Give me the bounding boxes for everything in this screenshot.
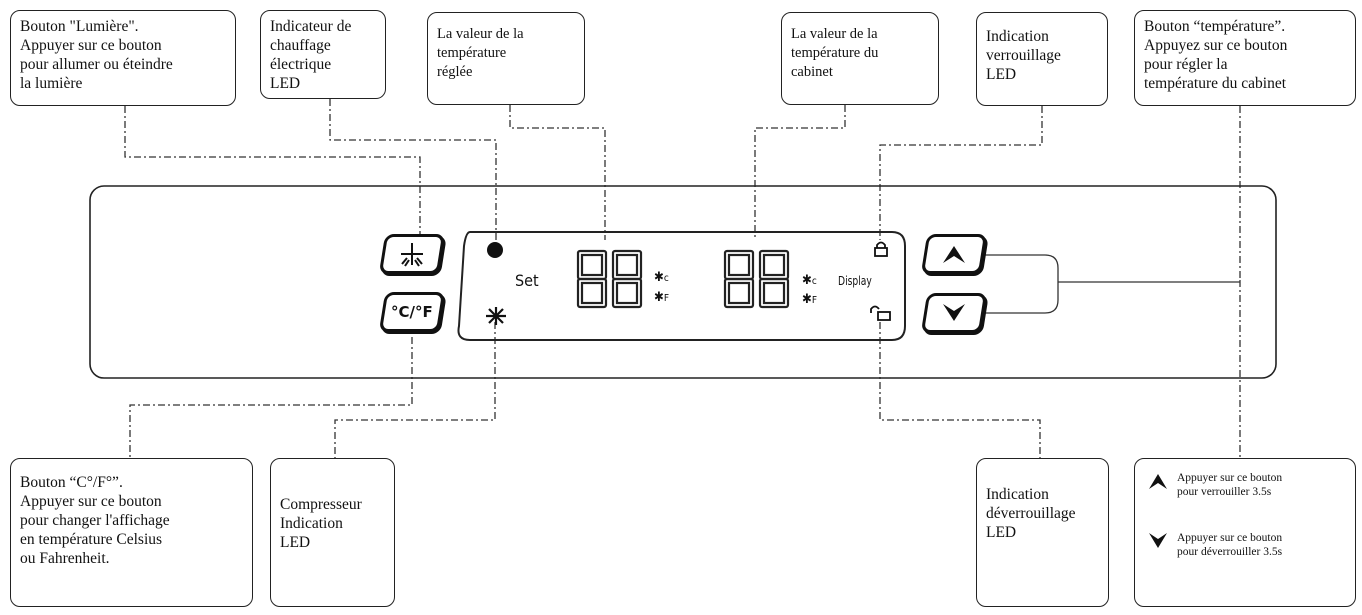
temperature-down-button[interactable]: [920, 293, 988, 333]
lock-led-callout: Indication verrouillage LED: [976, 12, 1108, 106]
temperature-up-button[interactable]: [920, 234, 988, 274]
chevron-up-icon: [943, 246, 965, 263]
set-celsius-unit: ✱c: [654, 270, 669, 285]
cabinet-value-callout: La valeur de la température du cabinet: [781, 12, 939, 105]
set-temperature-digits: [576, 249, 643, 309]
chevron-up-icon: [1149, 474, 1167, 489]
lock-legend-text: Appuyer sur ce bouton pour verrouiller 3…: [1177, 472, 1283, 498]
lock-icon: [874, 241, 888, 257]
heating-dot-icon: [487, 242, 503, 258]
light-button-callout: Bouton "Lumière". Appuyer sur ce bouton …: [10, 10, 236, 106]
cabinet-fahrenheit-unit: ✱F: [802, 292, 817, 307]
temperature-button-callout: Bouton “température”. Appuyez sur ce bou…: [1134, 10, 1356, 106]
set-label: Set: [515, 271, 539, 290]
cabinet-temperature-digits: [723, 249, 790, 309]
light-button[interactable]: [378, 234, 446, 274]
unlock-legend-row: Appuyer sur ce bouton pour déverrouiller…: [1147, 531, 1282, 559]
cabinet-celsius-unit: ✱c: [802, 273, 817, 288]
set-fahrenheit-unit: ✱F: [654, 290, 669, 305]
unlock-icon: [870, 305, 891, 321]
cf-button-callout: Bouton “C°/F°”. Appuyer sur ce bouton po…: [10, 458, 253, 607]
chevron-down-icon: [943, 304, 965, 321]
set-value-callout: La valeur de la température réglée: [427, 12, 585, 105]
lock-legend-row: Appuyer sur ce bouton pour verrouiller 3…: [1147, 471, 1282, 499]
unlock-led-callout: Indication déverrouillage LED: [976, 458, 1109, 607]
light-icon: [401, 243, 423, 267]
cf-button-label: °C/°F: [391, 303, 433, 321]
cf-toggle-button[interactable]: °C/°F: [378, 292, 446, 332]
compressor-icon: [486, 307, 506, 325]
chevron-down-icon: [1149, 533, 1167, 548]
heating-led-callout: Indicateur de chauffage électrique LED: [260, 10, 386, 99]
display-label: Display: [838, 274, 872, 288]
lock-legend-box: Appuyer sur ce bouton pour verrouiller 3…: [1134, 458, 1356, 607]
compressor-led-callout: Compresseur Indication LED: [270, 458, 395, 607]
unlock-legend-text: Appuyer sur ce bouton pour déverrouiller…: [1177, 532, 1283, 558]
